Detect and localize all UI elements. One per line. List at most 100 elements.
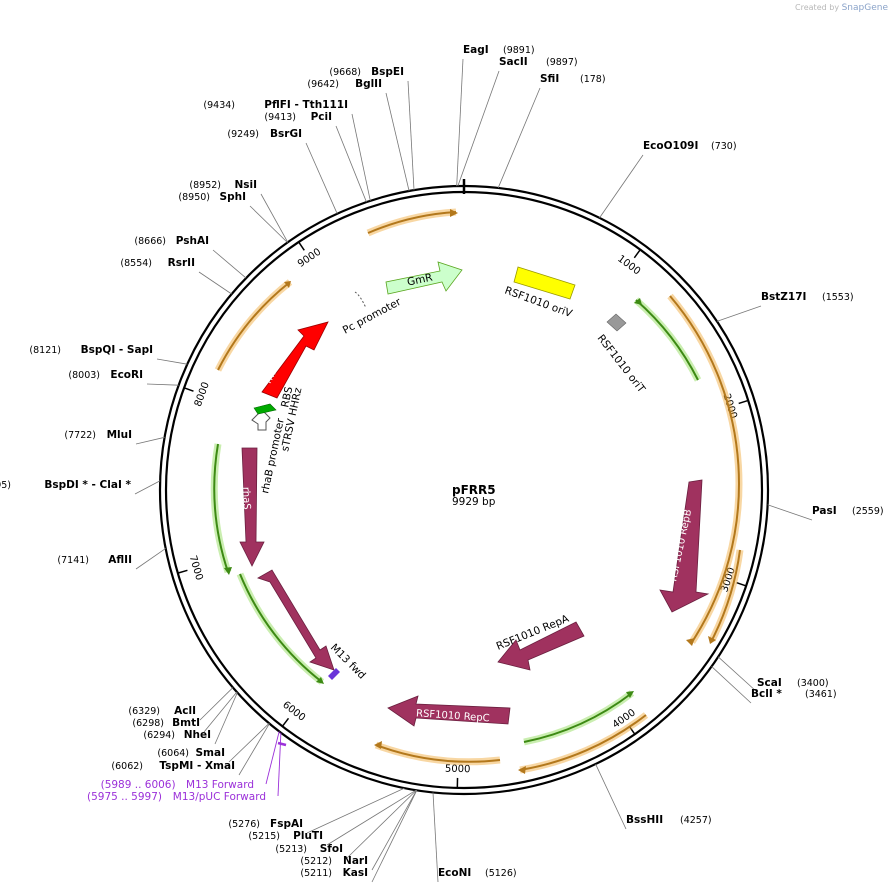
site-name: RsrII (168, 257, 195, 269)
restriction-site[interactable]: BglII(9642) (307, 78, 382, 90)
site-position: (3400) (797, 678, 829, 689)
tick-label: 1000 (615, 253, 642, 277)
site-position: (6064) (157, 748, 189, 759)
restriction-site[interactable]: BsrGI(9249) (227, 128, 302, 140)
site-name: AflII (108, 554, 132, 566)
restriction-site[interactable]: PasI(2559) (812, 505, 884, 517)
site-position: (7722) (64, 430, 96, 441)
m13-fwd-mark (328, 668, 340, 680)
restriction-site[interactable]: AflII(7141) (57, 554, 132, 566)
restriction-site[interactable]: RsrII (8554) (120, 257, 195, 269)
site-position: (178) (580, 74, 606, 85)
mrfp1-arrow (261, 321, 329, 399)
restriction-site[interactable]: PluTI(5215) (248, 830, 323, 842)
rhas-arrow (239, 447, 265, 567)
restriction-site[interactable]: FspAI(5276) (228, 818, 303, 830)
site-leader (135, 436, 165, 445)
site-leader (306, 787, 405, 834)
tick-mark (298, 241, 305, 251)
gmr-arrow (385, 261, 463, 295)
restriction-site[interactable]: SacII(9897) (499, 56, 578, 68)
tick-label: 7000 (187, 554, 205, 582)
rhas-label: rhaS (240, 487, 252, 510)
primer-name: M13 Forward (186, 779, 254, 791)
orange-arc-bottom (375, 744, 501, 763)
site-position: (8952) (189, 180, 221, 191)
repa-arrow (497, 621, 585, 671)
site-position: (4257) (680, 815, 712, 826)
primer-site[interactable]: M13/pUC Forward (5975 .. 5997) (87, 791, 266, 803)
site-position: (6329) (128, 706, 160, 717)
primer-position: (5975 .. 5997) (87, 791, 162, 803)
primer-name: M13/pUC Forward (173, 791, 266, 803)
restriction-site[interactable]: PflFI - Tth111I(9434) (203, 99, 348, 111)
restriction-site[interactable]: PciI(9413) (264, 111, 332, 123)
restriction-site[interactable]: BssHII(4257) (626, 814, 712, 826)
restriction-site[interactable]: BclI *(3461) (751, 688, 837, 700)
restriction-site[interactable]: SfoI(5213) (275, 843, 343, 855)
pc-promoter-mark (354, 291, 367, 309)
restriction-site[interactable]: SfiI(178) (540, 73, 606, 85)
site-position: (9668) (329, 67, 361, 78)
restriction-site[interactable]: BspQI - SapI(8121) (29, 344, 153, 356)
site-name: BclI * (751, 688, 782, 700)
site-name: MluI (107, 429, 132, 441)
restriction-site[interactable]: BstZ17I (1553) (761, 291, 854, 303)
restriction-site[interactable]: BmtI(6298) (132, 717, 200, 729)
site-position: (9249) (227, 129, 259, 140)
site-leader (335, 125, 367, 203)
restriction-site[interactable]: AclI(6329) (128, 705, 196, 717)
watermark-created-by: Created by (795, 3, 840, 12)
restriction-site[interactable]: BspDI * - ClaI *(7495) (0, 479, 132, 491)
restriction-site[interactable]: ScaI (3400) (757, 677, 829, 689)
site-name: TspMI - XmaI (159, 760, 235, 772)
site-name: BspEI (371, 66, 404, 78)
restriction-site[interactable]: TspMI - XmaI(6062) (111, 760, 235, 772)
site-name: ScaI (757, 677, 782, 689)
site-leader (134, 480, 161, 495)
site-leader (457, 70, 500, 187)
outer-feature-arcs (214, 208, 744, 774)
restriction-site[interactable]: EcoRI(8003) (68, 369, 143, 381)
restriction-site[interactable]: NsiI(8952) (189, 179, 257, 191)
tick-mark (183, 387, 194, 392)
site-leader (767, 504, 813, 521)
tick-label: 9000 (296, 247, 323, 270)
primer-position: (5989 .. 6006) (101, 779, 176, 791)
site-leader (214, 692, 238, 745)
restriction-site[interactable]: KasI(5211) (300, 867, 368, 879)
snapgene-watermark: Created by SnapGene (795, 3, 888, 13)
tick-mark (736, 581, 747, 587)
restriction-site[interactable]: EagI(9891) (463, 44, 535, 56)
site-position: (8554) (120, 258, 152, 269)
restriction-site[interactable]: BspEI (9668) (329, 66, 404, 78)
oriv-box (513, 266, 576, 300)
restriction-site[interactable]: NarI(5212) (300, 855, 368, 867)
restriction-site[interactable]: NheI(6294) (143, 729, 211, 741)
site-position: (1553) (822, 292, 854, 303)
restriction-site[interactable]: SmaI(6064) (157, 747, 225, 759)
site-leader (717, 656, 758, 693)
plasmid-name: pFRR5 (452, 483, 496, 497)
gmr-label: GmR (406, 271, 434, 288)
site-position: (9434) (203, 100, 235, 111)
primer-site[interactable]: M13 Forward (5989 .. 6006) (101, 779, 254, 791)
site-position: (8950) (178, 192, 210, 203)
site-name: NarI (343, 855, 368, 867)
site-leader (407, 80, 415, 191)
restriction-site[interactable]: EcoO109I(730) (643, 140, 737, 152)
site-leader (249, 205, 288, 243)
restriction-site[interactable]: EcoNI(5126) (438, 867, 517, 879)
site-name: PluTI (293, 830, 323, 842)
tick-mark (281, 717, 290, 727)
site-name: BspQI - SapI (81, 344, 153, 356)
site-name: EcoRI (110, 369, 143, 381)
site-name: PshAI (176, 235, 209, 247)
restriction-site[interactable]: SphI(8950) (178, 191, 246, 203)
site-leader (599, 154, 644, 219)
site-name: BstZ17I (761, 291, 806, 303)
restriction-site[interactable]: MluI (7722) (64, 429, 132, 441)
restriction-site[interactable]: PshAI(8666) (134, 235, 209, 247)
tick-label: 5000 (445, 764, 471, 776)
repb-arrow (659, 479, 710, 613)
